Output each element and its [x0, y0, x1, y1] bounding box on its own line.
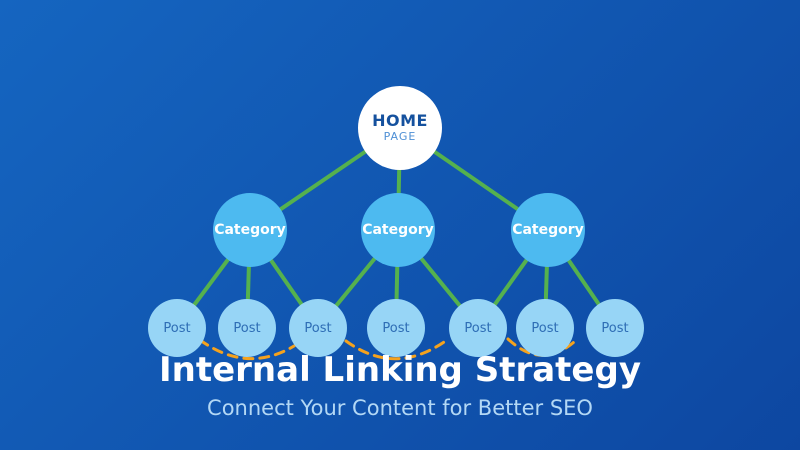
home-node-subtitle: PAGE — [383, 130, 417, 144]
post-node: Post — [449, 299, 507, 357]
category-node: Category — [213, 193, 287, 267]
crosslink-arc-posts3-5 — [344, 339, 446, 361]
page-subtitle: Connect Your Content for Better SEO — [207, 396, 593, 420]
home-page-node: HOME PAGE — [358, 86, 442, 170]
post-node: Post — [218, 299, 276, 357]
category-node-label: Category — [214, 222, 286, 238]
post-node-label: Post — [464, 320, 492, 336]
post-node: Post — [516, 299, 574, 357]
post-node: Post — [289, 299, 347, 357]
home-node-title: HOME — [372, 111, 428, 131]
page-title: Internal Linking Strategy — [158, 350, 641, 390]
category-node-label: Category — [362, 222, 434, 238]
post-node-label: Post — [163, 320, 191, 336]
category-node-label: Category — [512, 222, 584, 238]
crosslink-arc-posts1-3 — [198, 338, 296, 361]
post-node-label: Post — [233, 320, 261, 336]
post-node-label: Post — [382, 320, 410, 336]
post-node: Post — [367, 299, 425, 357]
category-node: Category — [511, 193, 585, 267]
post-node-label: Post — [304, 320, 332, 336]
category-node: Category — [361, 193, 435, 267]
post-node: Post — [148, 299, 206, 357]
post-node-label: Post — [601, 320, 629, 336]
post-node: Post — [586, 299, 644, 357]
post-node-label: Post — [531, 320, 559, 336]
